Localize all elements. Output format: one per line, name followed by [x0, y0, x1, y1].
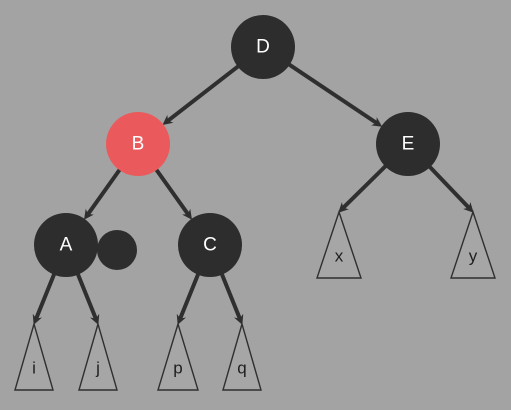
edge-E-x	[338, 163, 389, 213]
node-label-B: B	[132, 134, 145, 155]
tree-subtrees: i j p q x y	[14, 209, 496, 391]
subtree-triangle-p	[157, 321, 199, 391]
subtree-p: p	[157, 321, 199, 391]
edge-B-C	[153, 167, 193, 220]
subtree-label-i: i	[32, 359, 36, 378]
subtree-q: q	[222, 321, 262, 391]
node-circle-A	[34, 213, 98, 277]
node-E: E	[376, 112, 440, 176]
edge-C-p	[176, 272, 201, 325]
subtree-triangle-i	[14, 321, 54, 391]
subtree-label-p: p	[173, 359, 182, 378]
subtree-x: x	[316, 209, 362, 279]
subtree-triangle-x	[316, 209, 362, 279]
node-circle-E	[376, 112, 440, 176]
subtree-label-y: y	[469, 247, 478, 266]
node-B: B	[106, 112, 170, 176]
node-label-D: D	[256, 37, 270, 58]
tree-nodes: D B E A C	[34, 15, 440, 277]
subtree-triangle-y	[450, 209, 496, 279]
edge-E-y	[427, 164, 474, 213]
subtree-i: i	[14, 321, 54, 391]
node-D: D	[231, 15, 295, 79]
node-label-E: E	[402, 134, 415, 155]
edge-A-i	[32, 272, 57, 325]
node-A: A	[34, 213, 98, 277]
subtree-triangle-q	[222, 321, 262, 391]
node-circle-D	[231, 15, 295, 79]
extra-black-token	[97, 230, 137, 270]
edge-A-j	[75, 272, 100, 325]
edge-D-E	[286, 62, 383, 127]
node-circle-B	[106, 112, 170, 176]
node-C: C	[178, 213, 242, 277]
edge-C-q	[219, 272, 244, 325]
node-circle-C	[178, 213, 242, 277]
subtree-label-x: x	[335, 247, 344, 266]
edge-B-A	[83, 167, 123, 220]
subtree-y: y	[450, 209, 496, 279]
subtree-triangle-j	[78, 321, 118, 391]
node-label-A: A	[60, 235, 73, 256]
subtree-label-j: j	[95, 359, 100, 378]
subtree-j: j	[78, 321, 118, 391]
edge-D-B	[162, 63, 241, 125]
node-label-C: C	[203, 235, 217, 256]
tree-edges	[32, 62, 474, 325]
subtree-label-q: q	[237, 359, 246, 378]
